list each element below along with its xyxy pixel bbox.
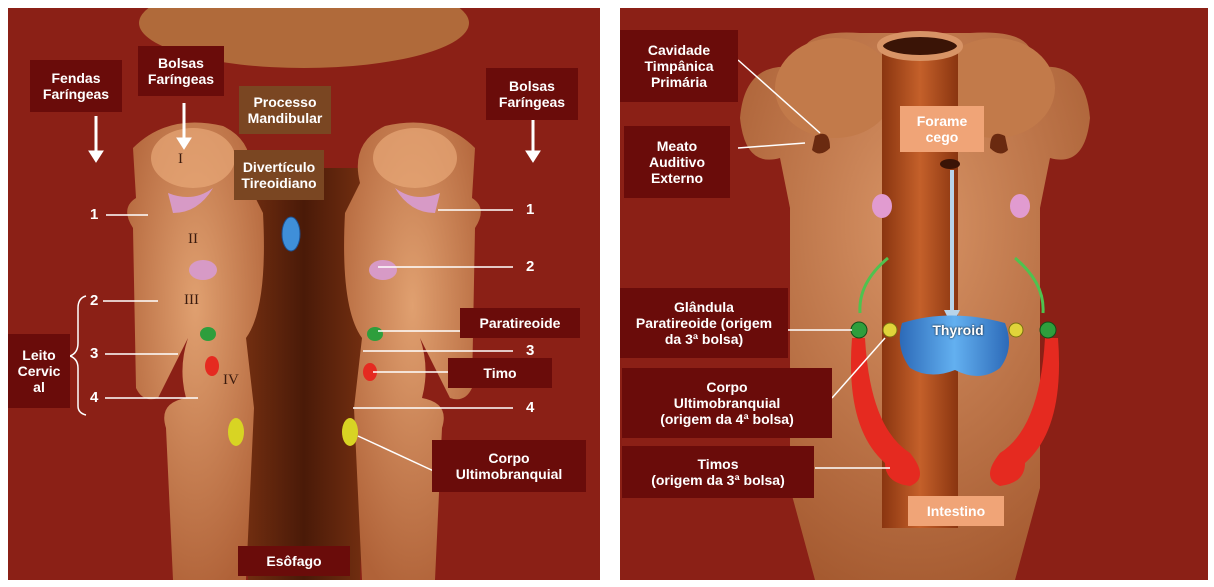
cleft-number-2: 2 (90, 292, 98, 309)
arch-1-left (151, 128, 235, 188)
timos-label: Timos(origem da 3ª bolsa) (622, 446, 814, 498)
pouch-number-2: 2 (526, 258, 534, 275)
paratireoide-label: Paratireoide (460, 308, 580, 338)
arch-roman-iii: III (184, 292, 199, 309)
thyroid-label: Thyroid (918, 320, 998, 340)
pharynx-opening (880, 34, 960, 58)
arch-roman-i: I (178, 151, 183, 168)
arch-roman-iv: IV (223, 372, 239, 389)
pouch-number-3: 3 (526, 342, 534, 359)
ultimobranchial-right (342, 418, 358, 446)
pouch-left (872, 194, 892, 218)
pouch-number-4: 4 (526, 399, 534, 416)
intestino-label: Intestino (908, 496, 1004, 526)
pouch-right (1010, 194, 1030, 218)
cleft-number-4: 4 (90, 389, 98, 406)
ultimobranchial-left (228, 418, 244, 446)
pouch-2-left (189, 260, 217, 280)
parathyroid-left-dot (851, 322, 867, 338)
ultimobranchial-left-dot (883, 323, 897, 337)
parathyroid-right-dot (1040, 322, 1056, 338)
timo-label: Timo (448, 358, 552, 388)
cleft-number-3: 3 (90, 345, 98, 362)
thymus-left (205, 356, 219, 376)
thyroid-diverticulum-shape (282, 217, 300, 251)
foramen-cecum (940, 159, 960, 169)
parathyroid-left (200, 327, 216, 341)
cleft-number-1: 1 (90, 206, 98, 223)
arch-roman-ii: II (188, 231, 198, 248)
parathyroid-right (367, 327, 383, 341)
pouch-2-right (369, 260, 397, 280)
pouch-number-1: 1 (526, 201, 534, 218)
arch-1-right (373, 128, 457, 188)
ultimobranchial-right-dot (1009, 323, 1023, 337)
esofago-label: Esôfago (238, 546, 350, 576)
left-lobe (775, 38, 895, 138)
